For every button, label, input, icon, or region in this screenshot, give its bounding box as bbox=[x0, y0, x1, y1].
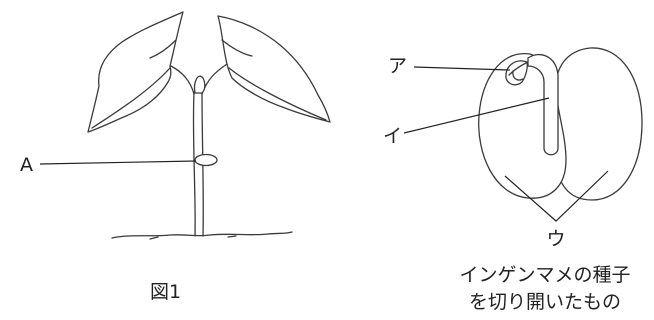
label-plumule: ア bbox=[388, 55, 407, 77]
ground-line bbox=[111, 231, 293, 239]
right-leaf bbox=[217, 15, 331, 123]
seed-caption-line2: を切り開いたもの bbox=[469, 291, 621, 313]
left-leaf bbox=[87, 11, 184, 133]
seedling-drawing: A 図1 bbox=[20, 11, 331, 303]
right-cotyledon bbox=[554, 47, 643, 201]
stem-left-edge bbox=[192, 91, 196, 237]
label-hypocotyl: イ bbox=[383, 125, 402, 147]
label-a: A bbox=[20, 154, 33, 176]
plumule-fold bbox=[508, 62, 527, 81]
hypocotyl-radicle bbox=[527, 53, 559, 156]
right-petiole bbox=[201, 63, 228, 95]
figure-caption: 図1 bbox=[150, 281, 181, 303]
seed-caption-line1: インゲンマメの種子 bbox=[459, 264, 630, 286]
leader-line-i-kana bbox=[403, 97, 550, 134]
leader-line-a bbox=[39, 160, 197, 165]
right-leaf-midrib bbox=[228, 67, 327, 121]
left-petiole bbox=[170, 65, 195, 95]
left-leaf-midrib bbox=[91, 67, 171, 129]
leader-line-a-kana bbox=[413, 66, 511, 71]
stem-node-scar bbox=[194, 153, 218, 167]
ground-texture bbox=[149, 235, 237, 240]
seed-drawing: ア イ ウ インゲンマメの種子 を切り開いたもの bbox=[383, 47, 643, 313]
terminal-bud bbox=[193, 75, 206, 94]
left-leaf-lobe bbox=[149, 39, 177, 59]
label-cotyledon: ウ bbox=[546, 228, 565, 250]
leader-line-u-kana bbox=[504, 170, 609, 222]
right-leaf-lobe bbox=[221, 39, 253, 57]
